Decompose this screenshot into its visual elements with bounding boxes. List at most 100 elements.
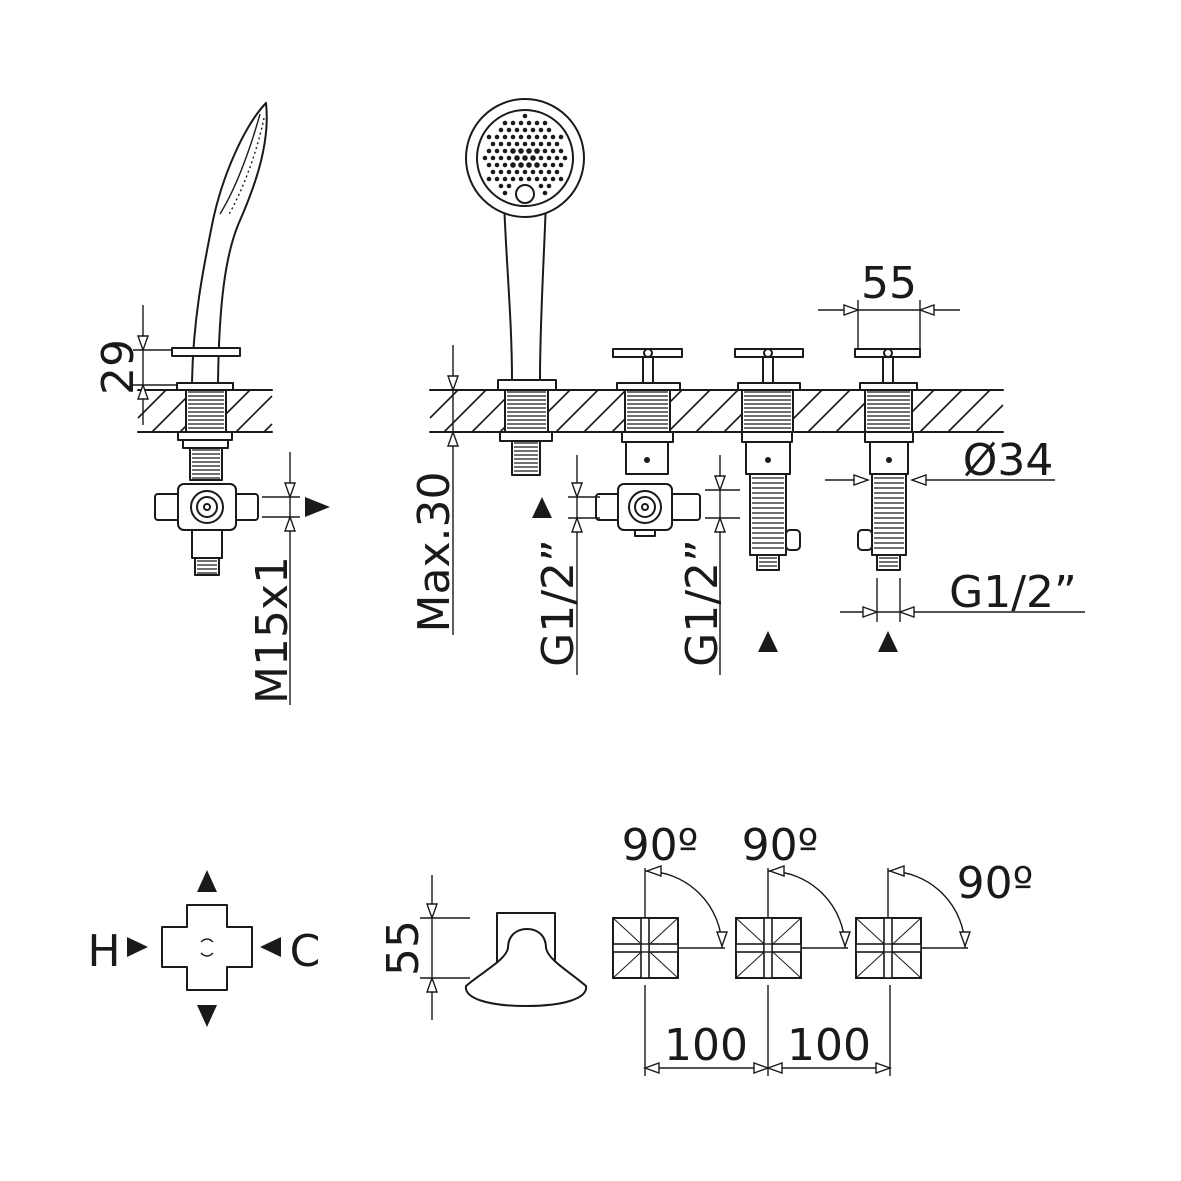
valve-cartridge [625, 441, 669, 475]
nozzle-dot [498, 183, 504, 189]
dimension-arrows [137, 304, 971, 1074]
shower-escutcheon [497, 379, 557, 391]
shower-nut [499, 431, 553, 442]
hot-cold-legend: H C [87, 870, 320, 1027]
nozzle-dot [534, 148, 540, 154]
dimension-arrow [862, 606, 880, 618]
nozzle-dot [502, 134, 508, 140]
valve-handle-knob [763, 348, 773, 358]
shower-face-edge [219, 113, 261, 215]
dimension-g12-2: G1/2” [677, 455, 740, 675]
valve-right-connector [233, 493, 259, 521]
valve-port-core [641, 503, 649, 511]
dimension-arrow [875, 1062, 893, 1074]
flow-direction-right-icon [305, 497, 330, 517]
cross-handle-icon [161, 904, 253, 991]
shower-fitting [511, 440, 541, 476]
nozzle-dot [554, 169, 560, 175]
nozzle-dot [514, 169, 520, 175]
shower-handle-left [503, 199, 513, 381]
nozzle-dot [490, 155, 496, 161]
nozzle-dot [510, 148, 516, 154]
valve-handle-knob [643, 348, 653, 358]
arrow-right-icon [127, 937, 148, 957]
thread-dim-label: M15x1 [247, 556, 298, 704]
nozzle-dot [562, 155, 568, 161]
dimension-29: 29 [93, 305, 177, 425]
valve-stem [762, 355, 774, 384]
arrow-up-icon [197, 870, 217, 892]
nozzle-dot [514, 141, 520, 147]
hatch-line [975, 404, 1004, 433]
nozzle-dot [546, 141, 552, 147]
nozzle-dot [490, 169, 496, 175]
nozzle-dot [534, 176, 540, 182]
nozzle-dot [530, 127, 536, 133]
plan-view: H C 55 90º 90º 90º 100 100 [87, 820, 1033, 1076]
shower-handle-right [539, 199, 547, 381]
dimension-arrow [644, 865, 662, 877]
nozzle-dot [546, 169, 552, 175]
plan-valve-3 [855, 868, 968, 979]
nozzle-dot [494, 162, 500, 168]
dimension-arrow [447, 375, 459, 393]
valve-stem [642, 355, 654, 384]
side-nut [177, 431, 233, 441]
handle-spacing-label: 55 [861, 258, 917, 309]
nozzle-dot [550, 176, 556, 182]
spacing-1-label: 100 [664, 1020, 748, 1071]
hatch-line [919, 389, 963, 433]
valve-cold [854, 348, 921, 571]
dimension-100: 100 100 [644, 985, 891, 1076]
nozzle-dot [518, 162, 524, 168]
dimension-m15x1: M15x1 [247, 452, 330, 705]
valve-right-connector [670, 493, 701, 521]
valve-marker [644, 457, 650, 463]
spout-height-label: 55 [378, 920, 429, 976]
nozzle-dot [550, 134, 556, 140]
dimension-arrow [959, 931, 971, 949]
dimension-arrow [714, 475, 726, 493]
valve-port-core [203, 503, 211, 511]
nozzle-dot [526, 176, 532, 182]
spacing-2-label: 100 [787, 1020, 871, 1071]
dimension-arrow [284, 482, 296, 500]
nozzle-dot [486, 162, 492, 168]
dimension-arrow [426, 903, 438, 921]
nozzle-dot [506, 155, 512, 161]
nozzle-dot [502, 120, 508, 126]
nozzle-dot [486, 148, 492, 154]
nozzle-dot [506, 169, 512, 175]
mixer-mark-icon [200, 938, 214, 957]
valve-escutcheon [616, 382, 681, 391]
dimension-arrow [716, 931, 728, 949]
dimension-max30: Max.30 [409, 345, 460, 635]
dimension-arrow [853, 474, 871, 486]
thread-dim-2-label: G1/2” [677, 539, 728, 667]
valve-bottom-fitting [191, 529, 223, 559]
flow-direction-up-icon [758, 631, 778, 652]
nozzle-dot [486, 134, 492, 140]
valve-side-knob [785, 529, 801, 551]
nozzle-dot [546, 127, 552, 133]
nozzle-dot [538, 169, 544, 175]
nozzle-dot [510, 120, 516, 126]
nozzle-dot [554, 141, 560, 147]
valve-nut [864, 431, 914, 443]
thread-dim-1-label: G1/2” [533, 539, 584, 667]
nozzle-dot [542, 148, 548, 154]
nozzle-dot [558, 162, 564, 168]
nozzle-dot [522, 169, 528, 175]
valve-top-hub [763, 943, 773, 953]
valve-top-hub [883, 943, 893, 953]
hot-label: H [87, 926, 120, 977]
dimension-55-spout: 55 [378, 875, 470, 1020]
valve-stem [882, 355, 894, 384]
hatch-line [443, 389, 487, 433]
nozzle-dot [506, 127, 512, 133]
dimension-arrow [642, 1062, 660, 1074]
hatch-line [947, 389, 991, 433]
rotation-3-label: 90º [957, 858, 1034, 909]
nozzle-dot [554, 155, 560, 161]
nozzle-dot [506, 183, 512, 189]
